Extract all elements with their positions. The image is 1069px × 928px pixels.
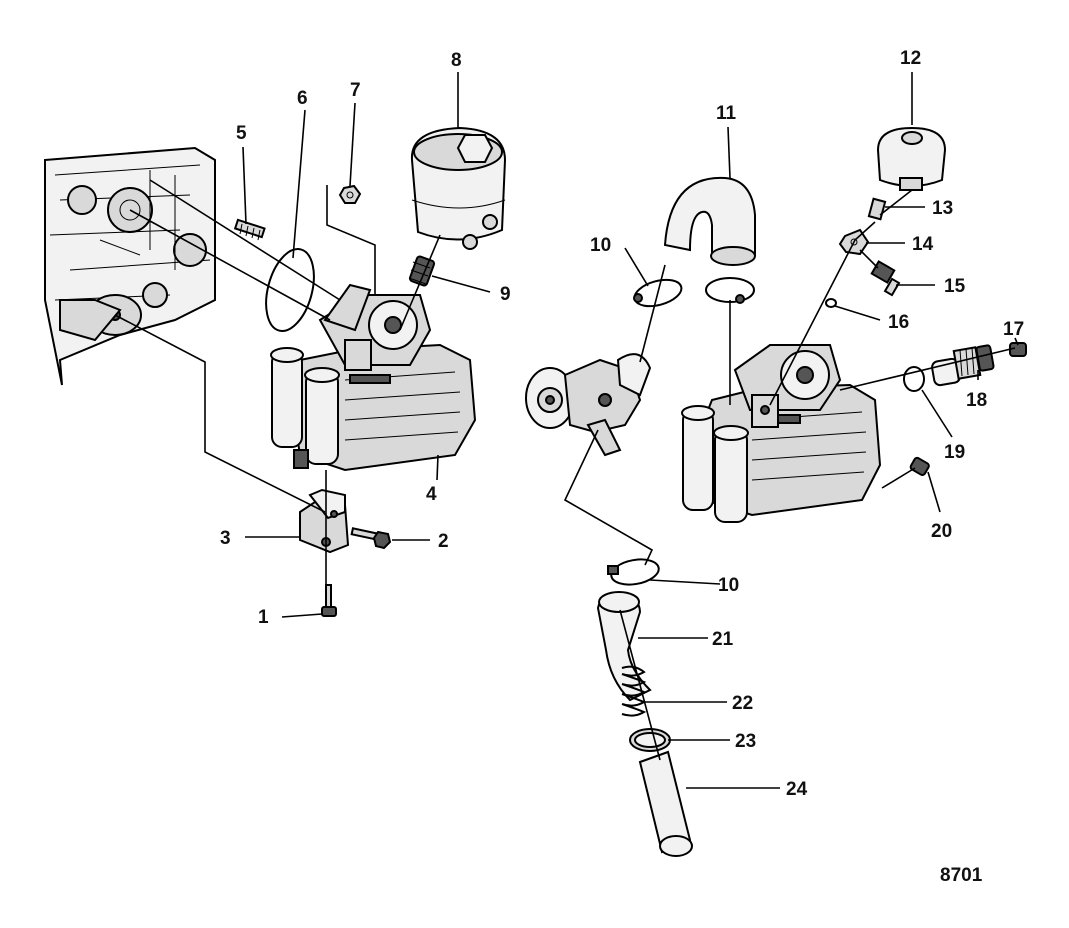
callout-labels: 1 2 3 4 5 6 7 8 9 10 10 11 12 13 14 15 1… [220,48,1024,886]
callout-24: 24 [786,779,808,800]
hose-part-21 [596,591,652,702]
engine-block-illustration [44,146,216,386]
callout-16: 16 [888,312,909,333]
hose-clamp-top-right [705,277,755,304]
fitting-part-9 [408,255,436,287]
elbow-hose-part-11 [663,176,756,266]
sender-part-12 [876,126,947,191]
bolt-part-1 [321,584,337,617]
callout-10-upper: 10 [590,235,611,256]
spring-part-22 [621,665,647,717]
hose-clamp-top-left [633,278,683,308]
callout-10-lower: 10 [718,575,739,596]
callout-3: 3 [220,528,231,549]
callout-19: 19 [944,442,965,463]
callout-12: 12 [900,48,921,69]
callout-23: 23 [735,731,756,752]
callout-17: 17 [1003,319,1024,340]
oil-module-right [681,344,882,523]
callout-15: 15 [944,276,966,297]
nut-part-7 [338,184,362,204]
adapter-part-13 [867,197,887,221]
callout-14: 14 [912,234,934,255]
water-pump-part [525,353,652,457]
washer-part-16 [825,298,837,308]
bracket-part-3 [299,488,350,554]
callout-22: 22 [732,693,753,714]
callout-11: 11 [716,103,737,124]
callout-7: 7 [350,80,361,101]
bolt-part-2 [350,527,392,550]
callout-21: 21 [712,629,734,650]
hose-clamp-lower [607,558,660,586]
filter-cap-part [410,126,507,250]
callout-1: 1 [258,607,269,628]
callout-5: 5 [236,123,247,144]
plug-part-20 [909,456,930,476]
callout-9: 9 [500,284,511,305]
clamp-part-23 [629,728,671,752]
callout-18: 18 [966,390,987,411]
callout-2: 2 [438,531,449,552]
callout-13: 13 [932,198,953,219]
callout-4: 4 [426,484,437,505]
o-ring-part-19 [903,366,925,392]
hose-end-part-24 [638,750,693,857]
stud-part-5 [233,218,266,241]
leader-lines [114,72,1019,789]
o-ring-part-6 [265,248,315,332]
callout-6: 6 [297,88,308,109]
figure-number: 8701 [940,865,983,886]
callout-20: 20 [931,521,952,542]
callout-8: 8 [451,50,462,71]
oil-module-left [270,283,477,472]
